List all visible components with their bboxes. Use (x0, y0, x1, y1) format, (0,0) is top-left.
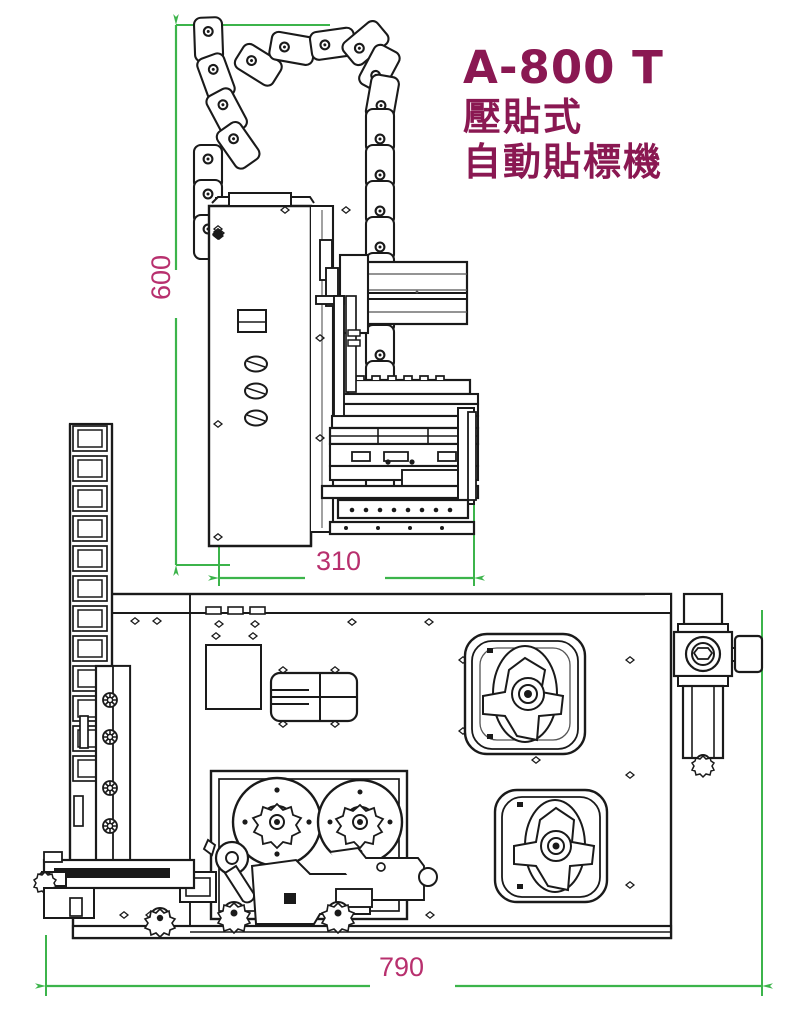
rotary-table-upper (463, 632, 587, 756)
dimension-790 (35, 610, 773, 996)
label-reel-small (316, 778, 404, 866)
vertical-linear-rail (32, 422, 196, 919)
vacuum-pad (328, 498, 476, 536)
control-buttons[interactable] (244, 355, 268, 427)
dimension-310 (208, 497, 485, 586)
rotary-table-lower (493, 788, 609, 904)
air-filter-regulator (672, 592, 764, 779)
dimension-lines (35, 14, 773, 996)
top-plan-view (32, 422, 764, 940)
labeling-head-assembly (315, 239, 480, 536)
conveyor-guide-block (269, 666, 359, 728)
horizontal-pneumatic-cylinder (338, 253, 469, 335)
front-elevation-view (192, 15, 480, 548)
pressure-gauge (733, 634, 764, 674)
label-reel-unit (143, 769, 438, 939)
